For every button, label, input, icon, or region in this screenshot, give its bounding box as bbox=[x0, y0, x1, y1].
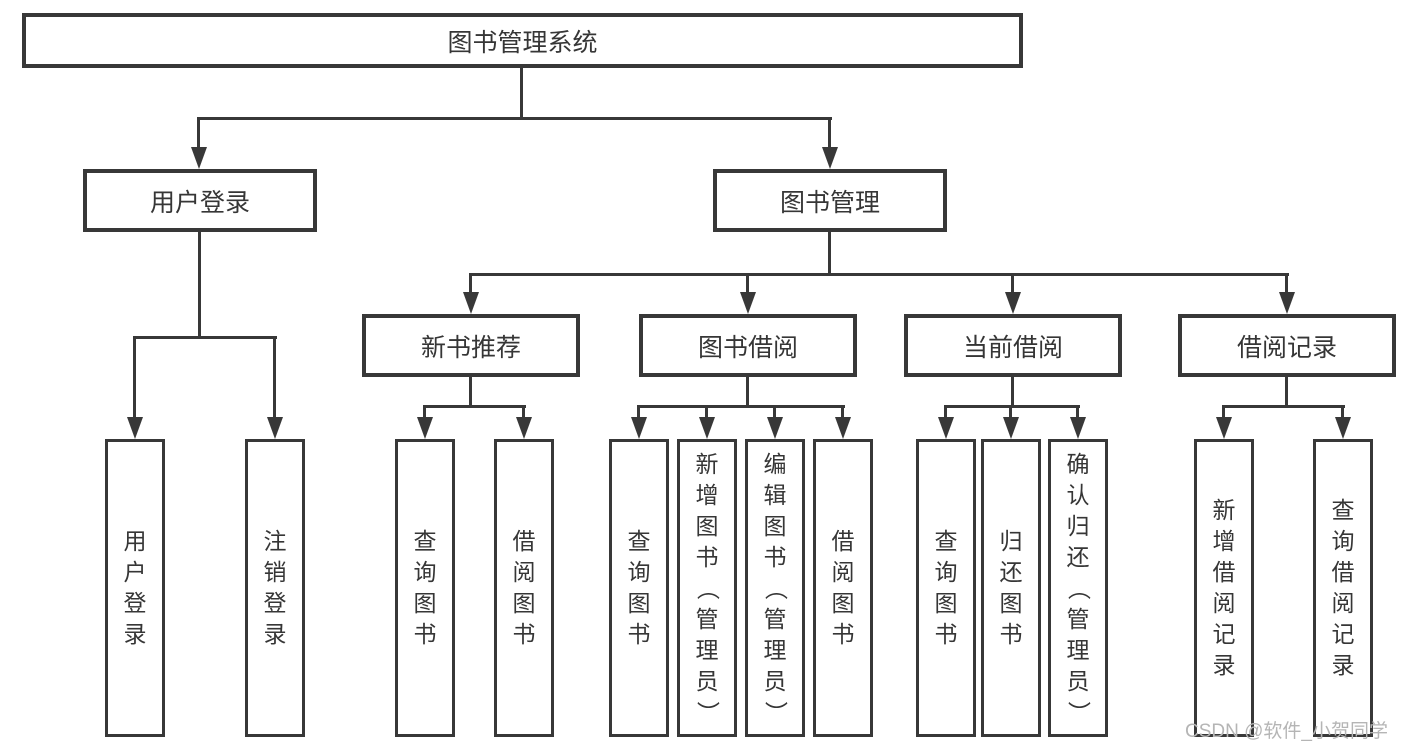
connector-arrow bbox=[1070, 417, 1086, 439]
connector-arrow bbox=[267, 417, 283, 439]
node-book-management: 图书管理 bbox=[713, 169, 947, 232]
connector-line bbox=[133, 336, 277, 339]
leaf-label: 查询图书 bbox=[413, 528, 437, 647]
node-label: 图书借阅 bbox=[697, 333, 798, 362]
connector-line bbox=[1011, 377, 1014, 408]
connector-line bbox=[944, 405, 947, 419]
leaf-label: 编辑图书（管理员） bbox=[762, 450, 789, 724]
node-new-book-recommendation: 新书推荐 bbox=[362, 314, 580, 377]
connector-arrow bbox=[938, 417, 954, 439]
leaf-bb-edit-books-admin: 编辑图书（管理员） bbox=[745, 439, 805, 737]
connector-line bbox=[828, 117, 831, 150]
node-label: 图书管理系统 bbox=[447, 28, 598, 57]
node-book-borrowing: 图书借阅 bbox=[639, 314, 857, 377]
connector-line bbox=[1011, 273, 1014, 295]
leaf-nbr-query-books: 查询图书 bbox=[395, 439, 455, 737]
connector-line bbox=[773, 405, 776, 419]
csdn-watermark: CSDN @软件_小贺同学 bbox=[1185, 721, 1388, 742]
leaf-label: 注销登录 bbox=[263, 528, 287, 647]
leaf-bb-add-books-admin: 新增图书（管理员） bbox=[677, 439, 737, 737]
node-user-login: 用户登录 bbox=[83, 169, 317, 232]
connector-line bbox=[423, 405, 426, 419]
connector-line bbox=[828, 232, 831, 276]
connector-arrow bbox=[699, 417, 715, 439]
connector-arrow bbox=[127, 417, 143, 439]
connector-arrow bbox=[463, 292, 479, 314]
connector-arrow bbox=[1003, 417, 1019, 439]
node-label: 当前借阅 bbox=[962, 333, 1063, 362]
connector-arrow bbox=[1216, 417, 1232, 439]
connector-line bbox=[746, 377, 749, 408]
connector-line bbox=[520, 68, 523, 119]
node-label: 新书推荐 bbox=[420, 333, 521, 362]
node-label: 用户登录 bbox=[149, 188, 250, 217]
leaf-bb-borrow-books: 借阅图书 bbox=[813, 439, 873, 737]
connector-arrow bbox=[822, 147, 838, 169]
connector-arrow bbox=[835, 417, 851, 439]
leaf-label: 归还图书 bbox=[999, 528, 1023, 647]
connector-line bbox=[841, 405, 844, 419]
leaf-label: 查询图书 bbox=[934, 528, 958, 647]
connector-line bbox=[705, 405, 708, 419]
connector-arrow bbox=[191, 147, 207, 169]
connector-line bbox=[423, 405, 526, 408]
leaf-cb-return-books: 归还图书 bbox=[981, 439, 1041, 737]
connector-line bbox=[1285, 377, 1288, 408]
leaf-label: 借阅图书 bbox=[512, 528, 536, 647]
connector-line bbox=[273, 336, 276, 419]
leaf-user-login: 用户登录 bbox=[105, 439, 165, 737]
leaf-label: 查询借阅记录 bbox=[1331, 497, 1355, 678]
connector-line bbox=[637, 405, 640, 419]
leaf-br-add-borrow-record: 新增借阅记录 bbox=[1194, 439, 1254, 737]
leaf-label: 借阅图书 bbox=[831, 528, 855, 647]
connector-line bbox=[1222, 405, 1225, 419]
connector-arrow bbox=[1335, 417, 1351, 439]
leaf-label: 查询图书 bbox=[627, 528, 651, 647]
connector-line bbox=[522, 405, 525, 419]
node-label: 图书管理 bbox=[779, 188, 880, 217]
connector-line bbox=[1222, 405, 1345, 408]
connector-line bbox=[197, 117, 832, 120]
connector-line bbox=[133, 336, 136, 419]
connector-line bbox=[469, 273, 1289, 276]
leaf-label: 新增借阅记录 bbox=[1212, 497, 1236, 678]
connector-line bbox=[746, 273, 749, 295]
connector-arrow bbox=[1005, 292, 1021, 314]
connector-line bbox=[944, 405, 1080, 408]
node-current-borrowing: 当前借阅 bbox=[904, 314, 1122, 377]
connector-line bbox=[1009, 405, 1012, 419]
leaf-nbr-borrow-books: 借阅图书 bbox=[494, 439, 554, 737]
connector-line bbox=[469, 377, 472, 408]
leaf-br-query-borrow-record: 查询借阅记录 bbox=[1313, 439, 1373, 737]
connector-line bbox=[198, 232, 201, 339]
leaf-logout: 注销登录 bbox=[245, 439, 305, 737]
connector-line bbox=[1341, 405, 1344, 419]
connector-arrow bbox=[631, 417, 647, 439]
connector-arrow bbox=[1279, 292, 1295, 314]
node-label: 借阅记录 bbox=[1236, 333, 1337, 362]
connector-line bbox=[197, 117, 200, 150]
leaf-bb-query-books: 查询图书 bbox=[609, 439, 669, 737]
connector-arrow bbox=[740, 292, 756, 314]
node-library-management-system: 图书管理系统 bbox=[22, 13, 1023, 68]
connector-arrow bbox=[767, 417, 783, 439]
connector-line bbox=[1285, 273, 1288, 295]
connector-line bbox=[637, 405, 845, 408]
node-borrowing-records: 借阅记录 bbox=[1178, 314, 1396, 377]
leaf-label: 确认归还（管理员） bbox=[1065, 450, 1092, 724]
connector-arrow bbox=[417, 417, 433, 439]
leaf-label: 用户登录 bbox=[123, 528, 147, 647]
connector-arrow bbox=[516, 417, 532, 439]
leaf-label: 新增图书（管理员） bbox=[694, 450, 721, 724]
leaf-cb-confirm-return-admin: 确认归还（管理员） bbox=[1048, 439, 1108, 737]
connector-line bbox=[1076, 405, 1079, 419]
connector-line bbox=[469, 273, 472, 295]
leaf-cb-query-books: 查询图书 bbox=[916, 439, 976, 737]
